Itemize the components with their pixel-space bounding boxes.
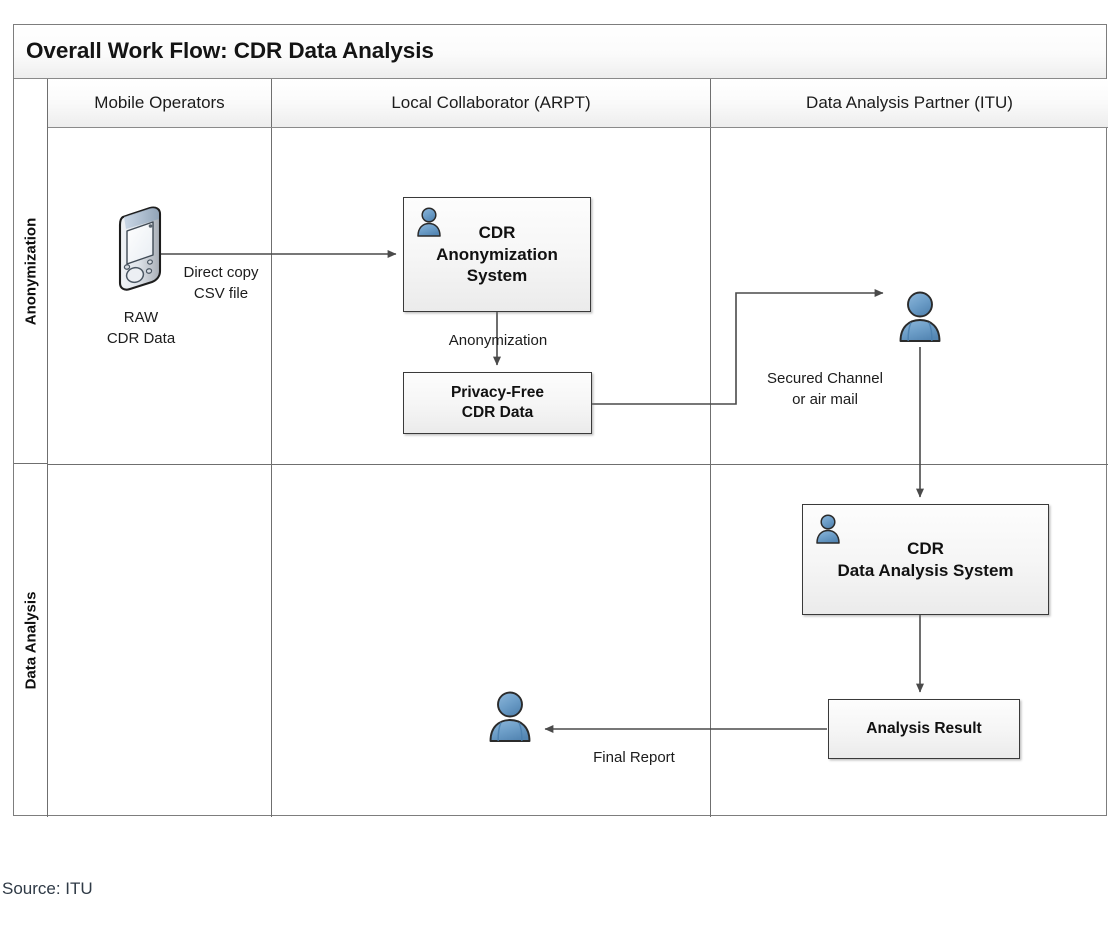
diagram-title-band: Overall Work Flow: CDR Data Analysis — [14, 25, 1106, 79]
edge-label-anonymization: Anonymization — [448, 332, 548, 349]
process-box-analysis-result[interactable]: Analysis Result — [828, 699, 1020, 759]
swimlane-canvas — [48, 128, 1108, 817]
column-divider-1 — [271, 128, 272, 817]
workflow-diagram-frame: Overall Work Flow: CDR Data Analysis Ano… — [13, 24, 1108, 817]
page-title: Overall Work Flow: CDR Data Analysis — [26, 38, 434, 63]
person-icon-arpt — [482, 689, 538, 745]
row-label-data-analysis-text: Data Analysis — [22, 591, 40, 690]
process-box-analysis-result-label: Analysis Result — [866, 720, 982, 738]
column-header-data-analysis-partner: Data Analysis Partner (ITU) — [710, 79, 1108, 127]
person-icon-itu — [892, 289, 948, 345]
person-badge-icon — [813, 513, 843, 545]
column-divider-2 — [710, 128, 711, 817]
column-header-band: Mobile Operators Local Collaborator (ARP… — [48, 79, 1108, 128]
column-header-local-collaborator-label: Local Collaborator (ARPT) — [391, 93, 591, 112]
person-badge-icon — [414, 206, 444, 238]
row-label-anonymization: Anonymization — [14, 79, 48, 464]
column-header-mobile-operators: Mobile Operators — [48, 79, 271, 127]
edge-label-final-report: Final Report — [593, 749, 675, 766]
row-divider-1 — [48, 464, 1108, 465]
row-label-rail: Anonymization Data Analysis — [14, 79, 48, 817]
column-header-mobile-operators-label: Mobile Operators — [94, 93, 225, 112]
column-header-local-collaborator: Local Collaborator (ARPT) — [271, 79, 710, 127]
row-label-anonymization-text: Anonymization — [22, 217, 40, 325]
source-caption: Source: ITU — [2, 879, 93, 898]
row-label-data-analysis: Data Analysis — [14, 464, 48, 817]
mobile-phone-icon — [110, 205, 172, 291]
column-header-data-analysis-partner-label: Data Analysis Partner (ITU) — [806, 93, 1013, 112]
